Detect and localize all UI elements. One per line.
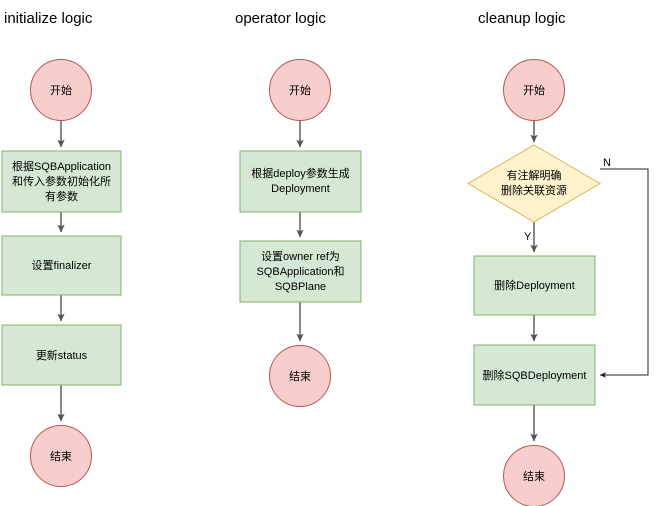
column-cleanup: N Y 开始 有注解明确 删除关联资源 删除Deployment 删除SQBDe… [467,59,649,506]
column-title-cleanup: cleanup logic [478,10,566,27]
terminator-shape [30,59,92,121]
column-operator: 开始 根据deploy参数生成 Deployment 设置owner ref为 … [239,59,362,407]
column-title-initialize: initialize logic [4,10,93,27]
node-label: 删除SQBDeployment [483,368,587,382]
process-shape [239,240,362,303]
process-shape [1,324,122,386]
terminator-shape [503,59,565,121]
node-label: 开始 [289,83,311,97]
node-label: 设置finalizer [32,259,92,272]
decision-shape [467,144,601,223]
edge-label-no: N [603,157,611,169]
node-label: 更新status [36,348,88,362]
node-label-line-2: 和传入参数初始化所 [12,174,111,188]
node-op-start[interactable]: 开始 [269,59,331,121]
node-label-line-2: SQBApplication和 [256,265,344,278]
terminator-shape [30,425,92,487]
node-op-step-1[interactable]: 根据deploy参数生成 Deployment [239,150,362,213]
node-init-step-3[interactable]: 更新status [1,324,122,386]
node-label-line-2: Deployment [271,183,330,195]
node-op-step-2[interactable]: 设置owner ref为 SQBApplication和 SQBPlane [239,240,362,303]
node-init-step-1[interactable]: 根据SQBApplication 和传入参数初始化所 有参数 [1,150,122,213]
edge-cl-decision-no [599,168,649,378]
terminator-shape [269,345,331,407]
edge-label-yes: Y [524,231,532,243]
node-op-end[interactable]: 结束 [269,345,331,407]
node-cl-step-1[interactable]: 删除Deployment [473,255,596,316]
column-title-operator: operator logic [235,10,326,27]
terminator-shape [269,59,331,121]
node-init-end[interactable]: 结束 [30,425,92,487]
node-init-step-2[interactable]: 设置finalizer [1,235,122,296]
process-shape [1,235,122,296]
process-shape [473,344,596,406]
process-shape [1,150,122,213]
node-cl-start[interactable]: 开始 [503,59,565,121]
node-label-line-3: 有参数 [45,189,78,203]
node-label: 开始 [50,83,72,97]
node-label-line-3: SQBPlane [275,281,326,293]
node-label: 结束 [289,370,311,383]
node-label-line-1: 设置owner ref为 [261,250,340,263]
node-label: 删除Deployment [494,278,575,292]
node-cl-decision[interactable]: 有注解明确 删除关联资源 [467,144,601,223]
terminator-shape [503,445,565,506]
node-label-line-2: 删除关联资源 [501,183,567,197]
node-label: 结束 [50,450,72,463]
column-initialize: 开始 根据SQBApplication 和传入参数初始化所 有参数 设置fina… [1,59,122,487]
process-shape [473,255,596,316]
node-cl-end[interactable]: 结束 [503,445,565,506]
process-shape [239,150,362,213]
node-cl-step-2[interactable]: 删除SQBDeployment [473,344,596,406]
node-label: 结束 [523,470,545,483]
node-label-line-1: 根据SQBApplication [12,159,111,173]
node-init-start[interactable]: 开始 [30,59,92,121]
node-label: 开始 [523,83,545,97]
node-label-line-1: 根据deploy参数生成 [251,166,349,180]
node-label-line-1: 有注解明确 [507,168,562,182]
